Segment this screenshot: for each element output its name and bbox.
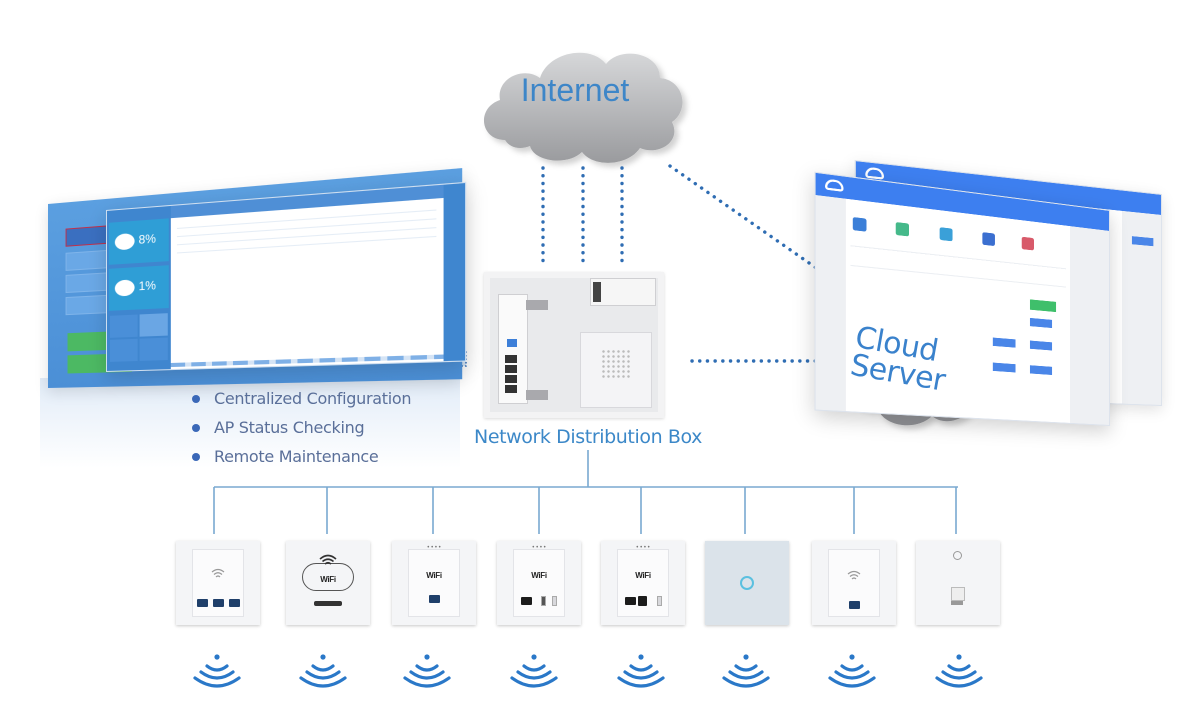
wireless-signal-icon [828, 654, 876, 688]
wifi-icon [211, 568, 225, 578]
wireless-signal-icon [299, 654, 347, 688]
wall-ap-device [176, 541, 260, 625]
console-stat-card: 8% [108, 218, 169, 265]
touch-button-icon [740, 576, 754, 590]
power-icon [953, 551, 962, 560]
feature-item: AP Status Checking [192, 413, 411, 442]
internet-cloud-icon [483, 52, 683, 163]
cloud-server-label: Cloud Server [847, 320, 948, 399]
switch-module [498, 294, 528, 404]
screen-reflection [40, 378, 460, 468]
bullet-icon [192, 452, 200, 461]
power-supply [590, 278, 656, 306]
wireless-signal-icon [617, 654, 665, 688]
wireless-signal-icon [935, 654, 983, 688]
wall-ap-device [705, 541, 789, 625]
wall-ap-device: • • • • WiFi [497, 541, 581, 625]
console-stat-card: 1% [108, 265, 169, 311]
wireless-signal-icon [193, 654, 241, 688]
mounting-plate [580, 332, 652, 408]
feature-item: Centralized Configuration [192, 384, 412, 413]
feature-item: Remote Maintenance [192, 442, 411, 471]
wifi-icon [847, 570, 861, 580]
console-sidebar: 8% 1% [106, 205, 171, 371]
wall-ap-device [916, 541, 1000, 625]
wall-ap-device [812, 541, 896, 625]
cloud-logo-icon [825, 178, 844, 192]
status-leds: • • • • [532, 545, 546, 551]
distribution-box-label: Network Distribution Box [474, 426, 702, 448]
stat-icon [982, 232, 995, 247]
distribution-box-image [484, 272, 664, 418]
wall-ap-device: • • • • WiFi [392, 541, 476, 625]
console-right-panel [443, 183, 466, 362]
cloud-console-front-screen [814, 171, 1110, 426]
stat-icon [1021, 236, 1034, 251]
device-tree-lines [213, 450, 958, 534]
wireless-signal-icon [722, 654, 770, 688]
stat-icon [895, 222, 910, 237]
admin-console-front-screen: 8% 1% [106, 181, 467, 372]
wall-ap-device: • • • • WiFi [601, 541, 685, 625]
status-leds: • • • • [636, 545, 650, 551]
feature-list: Centralized Configuration AP Status Chec… [192, 384, 412, 471]
status-leds: • • • • [427, 545, 441, 551]
bullet-icon [192, 423, 200, 432]
bullet-icon [192, 394, 200, 403]
stat-icon [852, 217, 867, 232]
wireless-signal-icon [403, 654, 451, 688]
wall-ap-device: WiFi [286, 541, 370, 625]
dotted-link-lines [541, 164, 824, 363]
wireless-signal-icon [510, 654, 558, 688]
internet-label: Internet [520, 72, 630, 108]
stat-icon [939, 227, 953, 242]
wifi-icon [319, 554, 337, 565]
